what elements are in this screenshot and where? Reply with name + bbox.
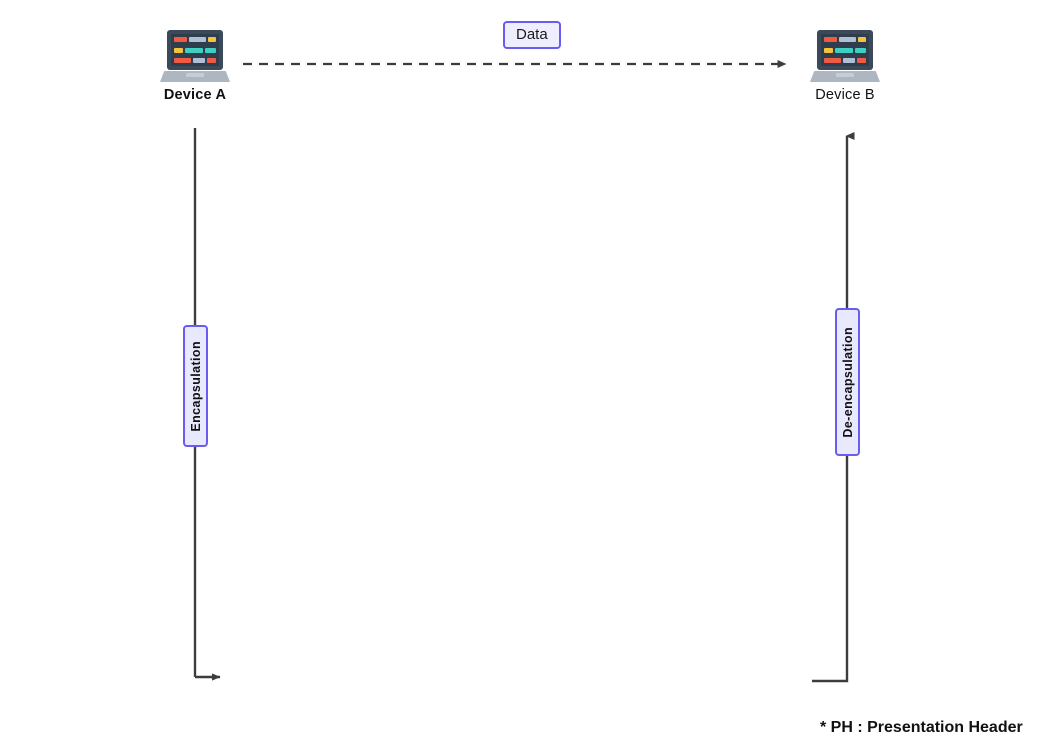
laptop-touchpad <box>186 73 204 77</box>
device-b-label: Device B <box>815 87 875 103</box>
screen-bar <box>205 47 216 53</box>
screen-row <box>174 47 216 53</box>
screen-row <box>824 58 866 63</box>
device-a-label: Device A <box>163 87 227 103</box>
screen-bar <box>185 47 203 53</box>
screen-bar <box>207 58 216 63</box>
data-flow-label-text: Data <box>516 26 548 43</box>
laptop-screen <box>171 34 219 66</box>
right-bottom-elbow <box>812 456 849 683</box>
screen-bar <box>174 58 191 63</box>
screen-bar <box>839 37 856 42</box>
screen-row <box>824 47 866 53</box>
screen-bar <box>193 58 205 63</box>
screen-bar <box>855 47 866 53</box>
encapsulation-box: Encapsulation <box>183 325 208 447</box>
laptop-screen <box>821 34 869 66</box>
screen-bar <box>835 47 853 53</box>
screen-bar <box>858 37 866 42</box>
screen-bar <box>857 58 866 63</box>
laptop-touchpad <box>836 73 854 77</box>
laptop-icon <box>810 30 880 82</box>
device-b-node: Device B <box>780 30 910 103</box>
screen-bar <box>824 47 833 53</box>
de-encapsulation-label: De-encapsulation <box>840 326 855 438</box>
encapsulation-label: Encapsulation <box>188 340 203 432</box>
screen-bar <box>824 58 841 63</box>
data-flow-label: Data <box>503 21 561 50</box>
de-encapsulation-box: De-encapsulation <box>835 308 860 456</box>
screen-row <box>174 37 216 42</box>
screen-bar <box>174 37 187 42</box>
screen-row <box>824 37 866 42</box>
screen-bar <box>189 37 206 42</box>
laptop-icon <box>160 30 230 82</box>
screen-row <box>174 58 216 63</box>
laptop-lid <box>167 30 223 70</box>
screen-bar <box>208 37 216 42</box>
footnote-presentation-header: * PH : Presentation Header <box>820 719 1023 736</box>
screen-bar <box>174 47 183 53</box>
screen-bar <box>824 37 837 42</box>
device-a-node: Device A <box>130 30 260 103</box>
screen-bar <box>843 58 855 63</box>
laptop-lid <box>817 30 873 70</box>
